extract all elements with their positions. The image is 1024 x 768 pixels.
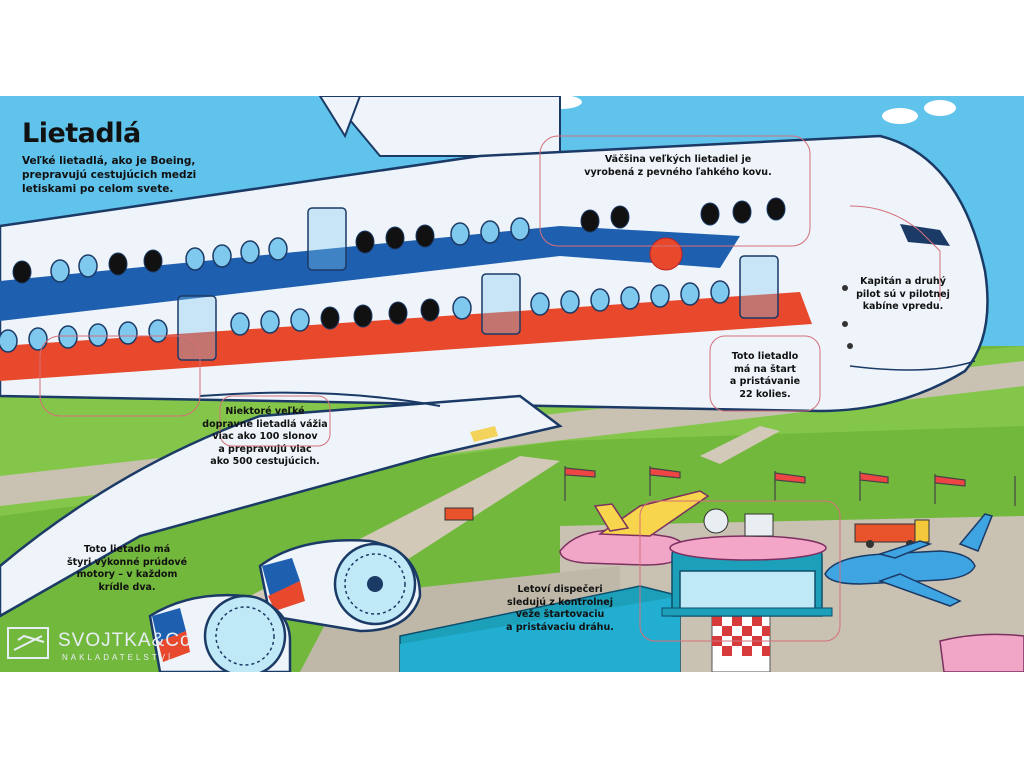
publisher-tagline: NAKLADATELSTVÍ [62, 653, 174, 662]
page-title: Lietadlá [22, 118, 141, 149]
caption-engines: Toto lietadlo má štyri výkonné prúdové m… [66, 544, 188, 593]
caption-wheels: Toto lietadlo má na štart a pristávanie … [729, 351, 801, 400]
windsock-icon [564, 466, 1016, 506]
intro-text: Veľké lietadlá, ako je Boeing, prepravuj… [22, 155, 197, 195]
stripe-blue [0, 226, 740, 321]
stripe-red [0, 292, 812, 381]
caption-controllers: Letoví dispečeri sledujú z kontrolnej ve… [506, 584, 614, 633]
door [177, 207, 779, 361]
caption-weight: Niektoré veľké dopravné lietadlá vážia v… [202, 406, 328, 467]
engine [148, 593, 292, 672]
airport-illustration [0, 96, 1024, 672]
caption-pilots: Kapitán a druhý pilot sú v pilotnej kabí… [856, 276, 950, 312]
radar-dish-icon [703, 508, 774, 537]
book-spread: Lietadlá Veľké lietadlá, ako je Boeing, … [0, 96, 1024, 672]
engine [258, 539, 422, 633]
wing [0, 394, 563, 618]
control-tower [661, 508, 833, 672]
airplane-icon [824, 513, 994, 607]
publisher-logo-icon [7, 627, 49, 659]
window-row-lower [0, 280, 730, 353]
publisher-name: SVOJTKA&Co. [58, 630, 198, 651]
publisher-logo: SVOJTKA&Co. NAKLADATELSTVÍ [6, 626, 198, 668]
caption-material: Väčšina veľkých lietadiel je vyrobená z … [584, 154, 772, 178]
window-row-dark [12, 197, 786, 330]
window-row-upper [50, 217, 530, 283]
